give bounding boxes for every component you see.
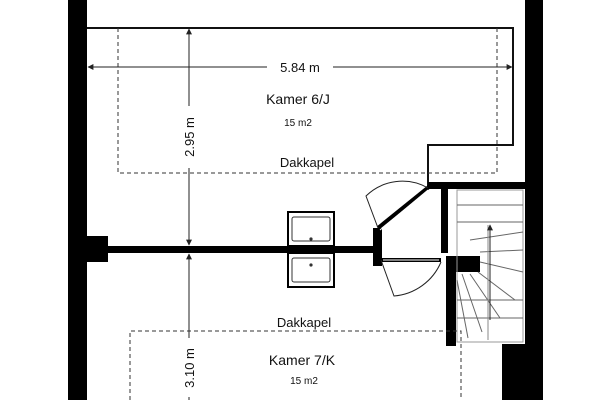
sink-upper-icon xyxy=(287,211,335,247)
door-swing-upper xyxy=(365,180,432,231)
door-swing-lower xyxy=(380,258,442,297)
stair-left-wall-upper xyxy=(441,186,448,253)
dimension-depth-top-label: 2.95 m xyxy=(182,117,197,157)
wall-segment-bottom xyxy=(502,344,527,400)
room-name-kamer-6: Kamer 6/J xyxy=(266,91,330,107)
dormer-outline-top xyxy=(117,28,498,174)
dormer-label-bottom: Dakkapel xyxy=(277,315,331,330)
dividing-wall xyxy=(86,246,376,253)
room-name-kamer-7: Kamer 7/K xyxy=(269,352,336,368)
top-room-outline xyxy=(87,27,514,186)
right-outer-wall xyxy=(525,0,543,400)
stair-left-wall-lower xyxy=(446,256,456,346)
left-outer-wall xyxy=(68,0,87,400)
dormer-label-top: Dakkapel xyxy=(280,155,334,170)
door-jamb-left xyxy=(373,228,382,266)
room-area-kamer-7: 15 m2 xyxy=(290,376,318,387)
stair-landing-block xyxy=(456,256,480,272)
dormer-outline-bottom xyxy=(129,330,462,400)
stair-top-wall xyxy=(428,182,525,189)
dimension-width-label: 5.84 m xyxy=(280,60,320,75)
dimension-depth-bottom-label: 3.10 m xyxy=(182,348,197,388)
room-area-kamer-6: 15 m2 xyxy=(284,118,312,129)
staircase xyxy=(456,189,524,343)
sink-lower-icon xyxy=(287,252,335,288)
